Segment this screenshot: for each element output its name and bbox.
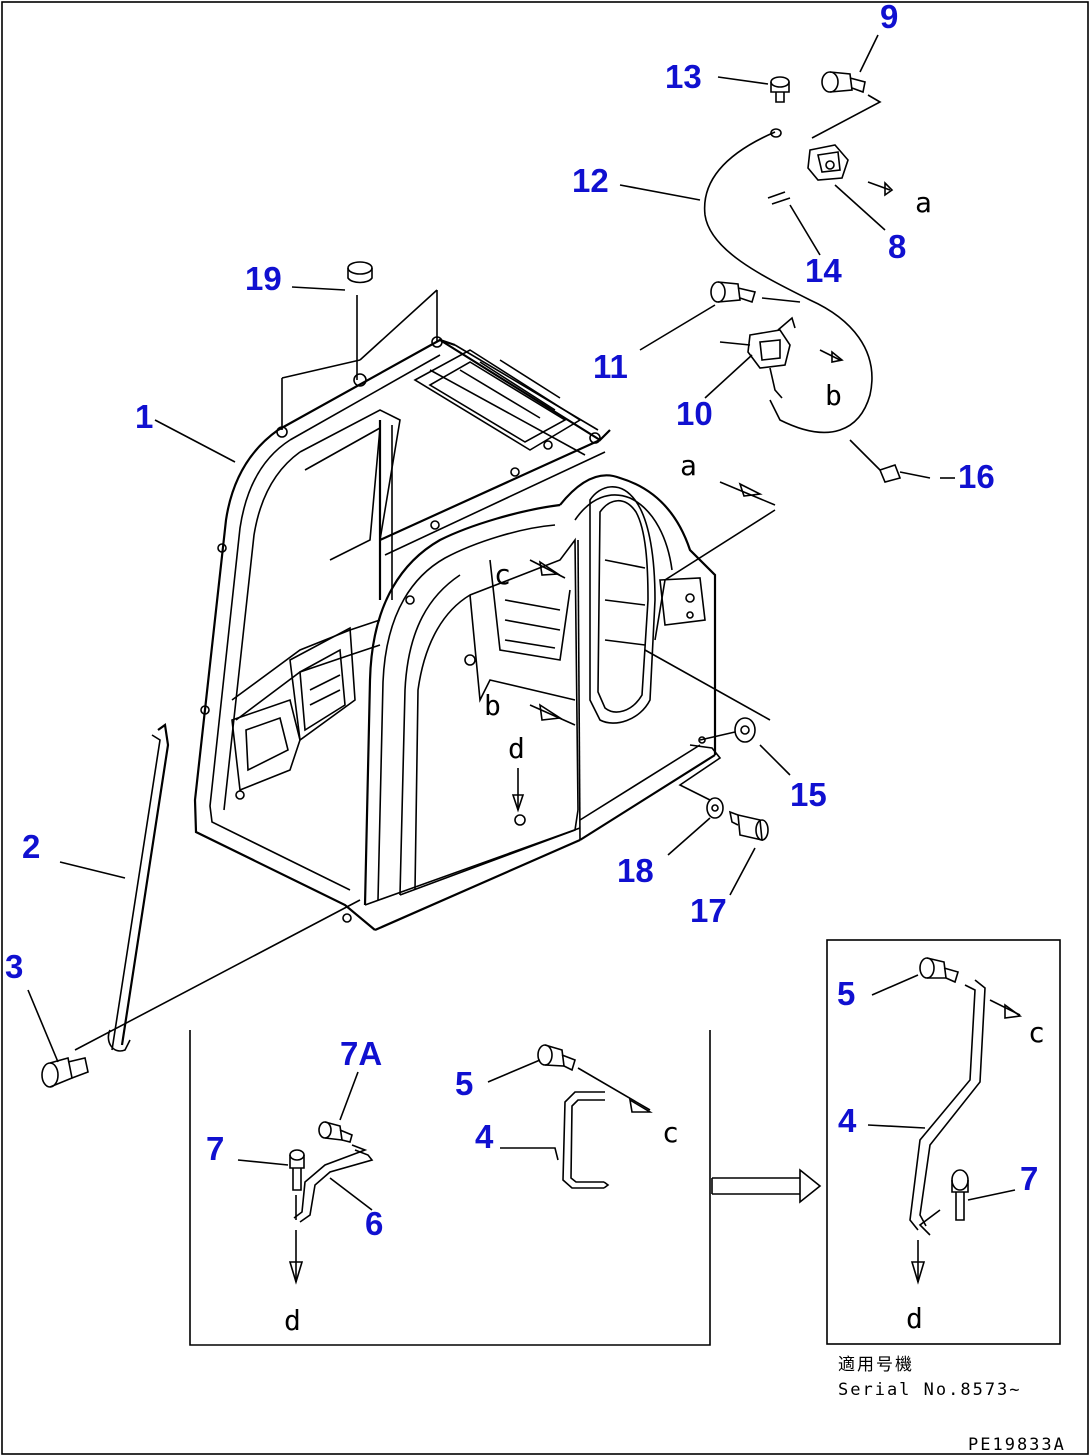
part-15-nut: [734, 717, 756, 743]
serial-range: Serial No.8573~: [838, 1380, 1022, 1400]
callout-9: 9: [880, 0, 898, 35]
callout-18: 18: [617, 852, 654, 889]
callout-7A: 7A: [340, 1035, 382, 1072]
part-16-clip: [878, 463, 931, 483]
detail-box-after: [826, 939, 1061, 1345]
ref-a-cab: a: [680, 449, 697, 482]
part-12-outline: [703, 131, 873, 434]
part-6-bracket: [293, 1144, 374, 1223]
part-4-pipe-b: [909, 979, 986, 1231]
ref-c-cab: c: [494, 558, 511, 591]
callout-13: 13: [665, 58, 702, 95]
part-7-bolt-b: [951, 1169, 969, 1221]
callout-10: 10: [676, 395, 713, 432]
ref-c-before: c: [662, 1116, 679, 1149]
ref-d-after: d: [906, 1302, 923, 1335]
ref-b-top: b: [825, 379, 842, 412]
drawing-code: PE19833A: [968, 1435, 1066, 1455]
ref-c-after: c: [1028, 1016, 1045, 1049]
callout-7-after: 7: [1020, 1160, 1038, 1197]
leader-1: [154, 419, 236, 463]
callout-15: 15: [790, 776, 827, 813]
part-5-bolt-b: [919, 957, 959, 984]
part-14-pin: [767, 191, 791, 205]
hollow-arrow: [711, 1168, 822, 1204]
part-4-pipe-a: [562, 1091, 610, 1189]
part-7A-bolt: [318, 1121, 353, 1143]
callout-17: 17: [690, 892, 727, 929]
part-13-screw: [770, 76, 790, 103]
callout-16: 16: [958, 458, 995, 495]
part-17-bolt: [728, 810, 769, 842]
part-8-lock: [807, 144, 849, 181]
ref-a-top: a: [915, 186, 932, 219]
callout-7-before: 7: [206, 1130, 224, 1167]
callout-2: 2: [22, 828, 40, 865]
callout-4-after: 4: [838, 1102, 857, 1139]
ref-d-cab: d: [508, 732, 525, 765]
serial-heading: 適用号機: [838, 1355, 914, 1375]
ref-d-before: d: [284, 1304, 301, 1337]
callout-19: 19: [245, 260, 282, 297]
callout-6: 6: [365, 1205, 383, 1242]
callout-3: 3: [5, 948, 23, 985]
part-18-washer: [706, 797, 724, 819]
part-19-cap: [347, 261, 373, 284]
callout-1: 1: [135, 398, 153, 435]
callout-14: 14: [805, 252, 842, 289]
part-5-bolt-a: [537, 1044, 576, 1072]
callout-4-before: 4: [475, 1118, 494, 1155]
part-10-striker: [719, 316, 796, 399]
callout-5-after: 5: [837, 975, 855, 1012]
part-7-bolt-a: [289, 1149, 305, 1191]
callout-11: 11: [593, 348, 628, 385]
part-3-bolt: [41, 1056, 89, 1088]
callout-5-before: 5: [455, 1065, 473, 1102]
cab-frame: [193, 336, 717, 932]
detail-box-before: [189, 1030, 711, 1346]
callout-8: 8: [888, 228, 906, 265]
part-9-bolt: [821, 71, 866, 94]
part-2-grab-rod: [107, 723, 170, 1052]
part-11-bolt: [710, 281, 757, 304]
ref-b-cab: b: [484, 689, 501, 722]
callout-12: 12: [572, 162, 609, 199]
